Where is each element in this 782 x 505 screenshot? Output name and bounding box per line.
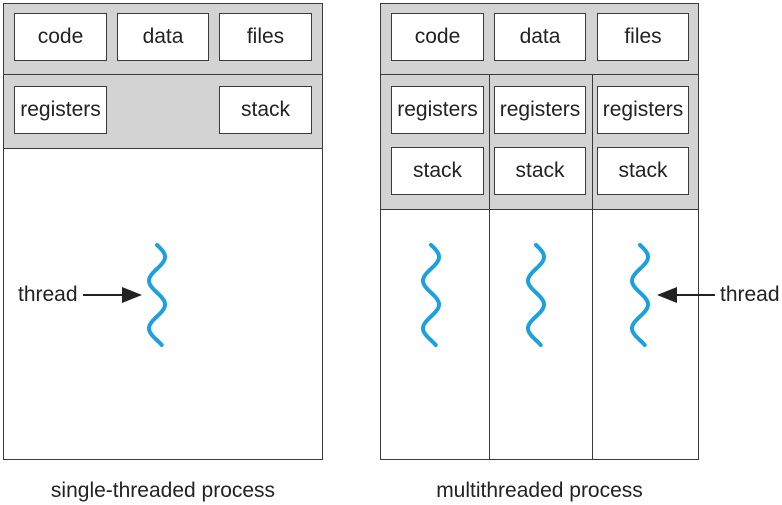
multi-process-caption: multithreaded process	[436, 479, 643, 502]
multi-data-box: data	[494, 13, 586, 61]
single-data-box: data	[117, 13, 209, 61]
multi-stack-box-1: stack	[391, 147, 484, 195]
single-code-box: code	[14, 13, 107, 61]
multi-stack-box-3: stack	[597, 147, 689, 195]
single-process-caption: single-threaded process	[50, 479, 276, 502]
multi-stack-box-2: stack	[494, 147, 586, 195]
multi-thread-label: thread	[720, 283, 780, 306]
multi-thread-squiggle-3	[630, 243, 650, 347]
multi-thread-squiggle-2	[526, 243, 546, 347]
multi-registers-box-3: registers	[597, 86, 689, 134]
single-thread-squiggle	[147, 243, 167, 347]
multi-thread-squiggle-1	[421, 243, 441, 347]
single-files-box: files	[219, 13, 312, 61]
single-stack-box: stack	[219, 86, 312, 134]
single-thread-label: thread	[18, 283, 78, 306]
single-registers-box: registers	[14, 86, 107, 134]
multi-code-box: code	[391, 13, 484, 61]
multi-files-box: files	[597, 13, 689, 61]
multi-registers-box-1: registers	[391, 86, 484, 134]
multi-registers-box-2: registers	[494, 86, 586, 134]
